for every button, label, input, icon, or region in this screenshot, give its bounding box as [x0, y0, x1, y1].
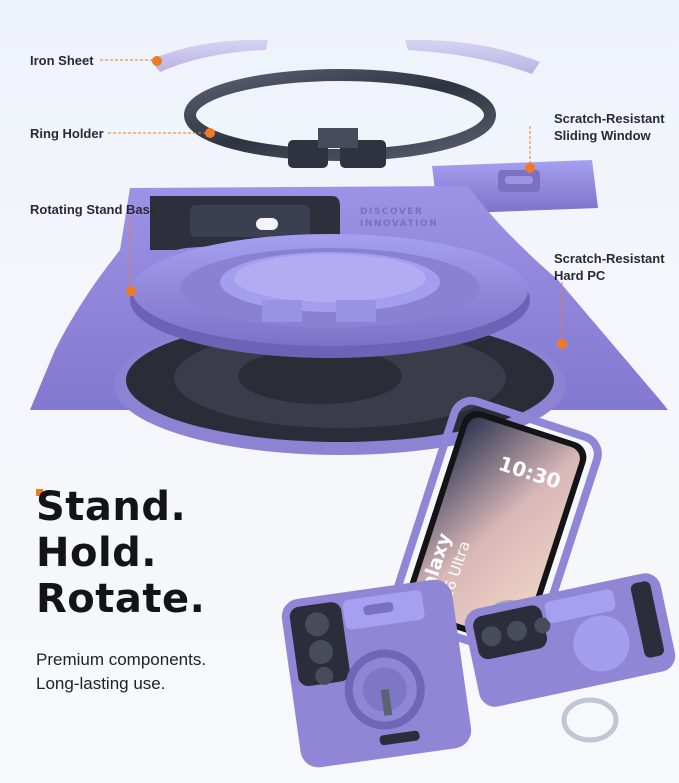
rotating-stand-base-part [130, 234, 530, 358]
tagline: Premium components. Long-lasting use. [36, 648, 206, 696]
phone-case-back [281, 579, 472, 768]
headline-line3: Rotate. [36, 576, 206, 622]
callout-hard-pc-line2: Hard PC [554, 268, 606, 283]
callout-sliding-window: Scratch-Resistant Sliding Window [554, 110, 665, 144]
case-emboss-line2: INNOVATION [360, 219, 438, 229]
iron-sheet-part [150, 39, 540, 74]
callout-rotating-stand-base: Rotating Stand Base [30, 202, 158, 217]
headline-accent-mark [36, 489, 43, 496]
case-emboss-line1: DISCOVER [360, 207, 423, 217]
callout-lines [100, 59, 563, 344]
callout-ring-holder: Ring Holder [30, 126, 104, 141]
tagline-line1: Premium components. [36, 650, 207, 669]
headline: Stand. Hold. Rotate. [36, 484, 205, 622]
callout-sliding-window-line2: Sliding Window [554, 128, 651, 143]
callout-sliding-window-line1: Scratch-Resistant [554, 111, 665, 126]
headline-line2: Hold. [36, 530, 157, 576]
callout-iron-sheet: Iron Sheet [30, 53, 94, 68]
phone-case-side [464, 573, 676, 707]
callout-hard-pc-line1: Scratch-Resistant [554, 251, 665, 266]
phone-standing: 10:30 [389, 396, 602, 661]
callout-hard-pc: Scratch-Resistant Hard PC [554, 250, 665, 284]
ring-holder-part [184, 69, 496, 168]
tagline-line2: Long-lasting use. [36, 674, 166, 693]
callout-dots [126, 56, 567, 349]
headline-line1: Stand. [36, 484, 187, 530]
